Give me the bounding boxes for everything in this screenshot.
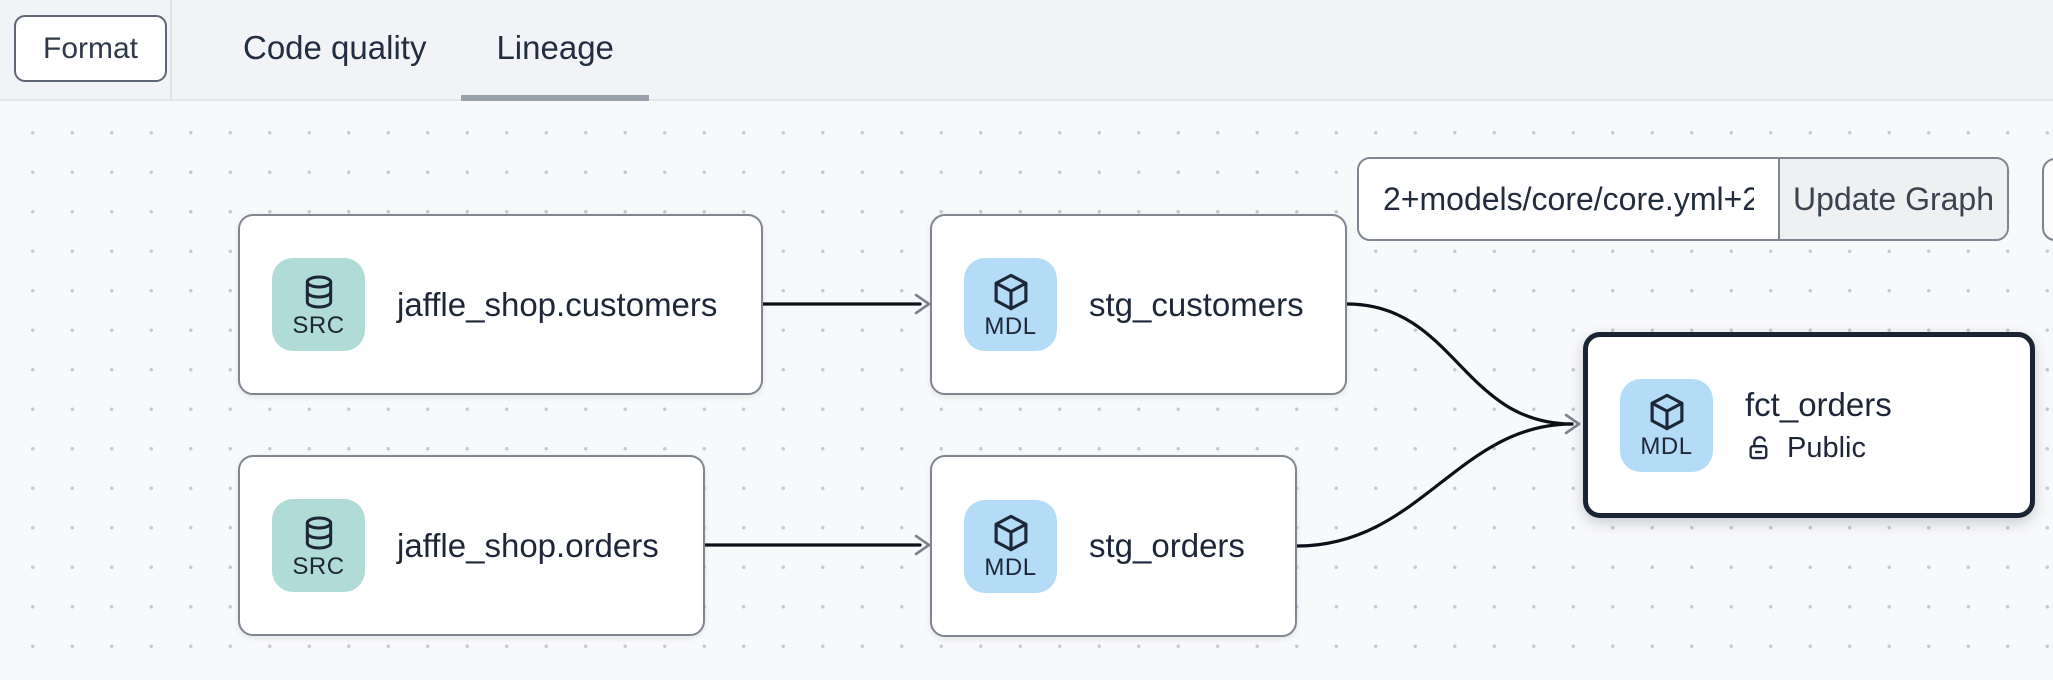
source-type-icon: SRC (272, 258, 365, 351)
node-type-label: MDL (1640, 433, 1693, 460)
cube-icon (994, 273, 1027, 310)
tab-lineage[interactable]: Lineage (461, 0, 649, 101)
node-label: stg_orders (1089, 527, 1245, 564)
lineage-node-jaffle-shop-orders[interactable]: SRC jaffle_shop.orders (238, 455, 705, 636)
node-type-label: SRC (292, 311, 345, 339)
lineage-node-stg-orders[interactable]: MDL stg_orders (930, 455, 1297, 637)
header-divider (170, 0, 172, 100)
lineage-edges (703, 293, 1581, 556)
node-label: fct_orders (1745, 385, 1892, 423)
toolbar-overflow-button[interactable] (2042, 158, 2053, 241)
lineage-canvas[interactable]: SRC jaffle_shop.customers MDL stg_custom… (0, 101, 2053, 680)
model-type-icon: MDL (964, 258, 1057, 351)
format-button[interactable]: Format (14, 15, 168, 82)
node-type-label: MDL (984, 312, 1037, 340)
source-type-icon: SRC (272, 499, 365, 592)
graph-selector-toolbar: Update Graph (1357, 157, 2009, 241)
node-type-label: MDL (984, 554, 1037, 581)
arrowhead-icon (1564, 413, 1581, 435)
tab-code-quality[interactable]: Code quality (243, 28, 427, 66)
arrowhead-icon (914, 534, 931, 556)
database-icon (305, 275, 332, 309)
update-graph-button[interactable]: Update Graph (1778, 159, 2007, 239)
database-icon (305, 516, 332, 550)
cube-icon (994, 514, 1027, 552)
node-label: jaffle_shop.orders (397, 526, 659, 564)
model-type-icon: MDL (1620, 378, 1713, 472)
lock-open-icon (1749, 436, 1768, 460)
lineage-node-stg-customers[interactable]: MDL stg_customers (930, 214, 1347, 395)
graph-selector-input[interactable] (1359, 159, 1778, 239)
node-label: jaffle_shop.customers (397, 285, 718, 323)
cube-icon (1650, 393, 1683, 431)
node-type-label: SRC (292, 552, 345, 580)
access-badge: Public (1745, 432, 1892, 465)
lineage-node-jaffle-shop-customers[interactable]: SRC jaffle_shop.customers (238, 214, 763, 395)
arrowhead-icon (914, 293, 931, 315)
access-badge-label: Public (1787, 431, 1866, 464)
model-type-icon: MDL (964, 499, 1057, 593)
node-label: stg_customers (1089, 285, 1304, 323)
lineage-node-fct-orders[interactable]: MDL fct_orders Public (1583, 332, 2035, 518)
edge-stg-orders-to-fct (1295, 422, 1574, 548)
tab-bar: Code quality Lineage (208, 0, 649, 101)
edge-stg-customers-to-fct (1345, 302, 1574, 426)
editor-header: Format Code quality Lineage (0, 0, 2053, 101)
